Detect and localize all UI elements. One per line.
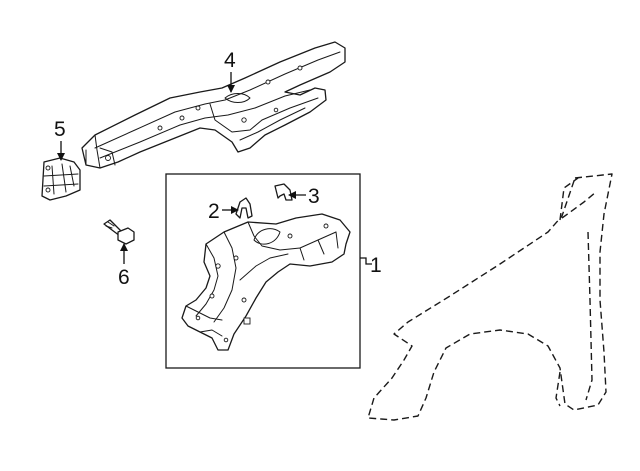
callout-6: 6 bbox=[118, 266, 130, 289]
callout-5: 5 bbox=[54, 118, 66, 141]
leader-1 bbox=[360, 257, 372, 265]
frame-rail-part-4[interactable] bbox=[81, 41, 346, 169]
clip-part-2[interactable] bbox=[235, 197, 253, 219]
wheelhouse-part-1[interactable] bbox=[181, 213, 351, 351]
callout-2: 2 bbox=[208, 200, 220, 223]
bolt-part-6[interactable] bbox=[103, 219, 135, 245]
callout-4: 4 bbox=[224, 49, 236, 72]
bracket-part-3[interactable] bbox=[274, 183, 293, 201]
callout-3: 3 bbox=[308, 185, 320, 208]
bracket-part-5[interactable] bbox=[41, 157, 81, 201]
fender-outline bbox=[367, 173, 613, 421]
part-1-group-box bbox=[165, 173, 361, 369]
callout-1: 1 bbox=[370, 254, 382, 277]
